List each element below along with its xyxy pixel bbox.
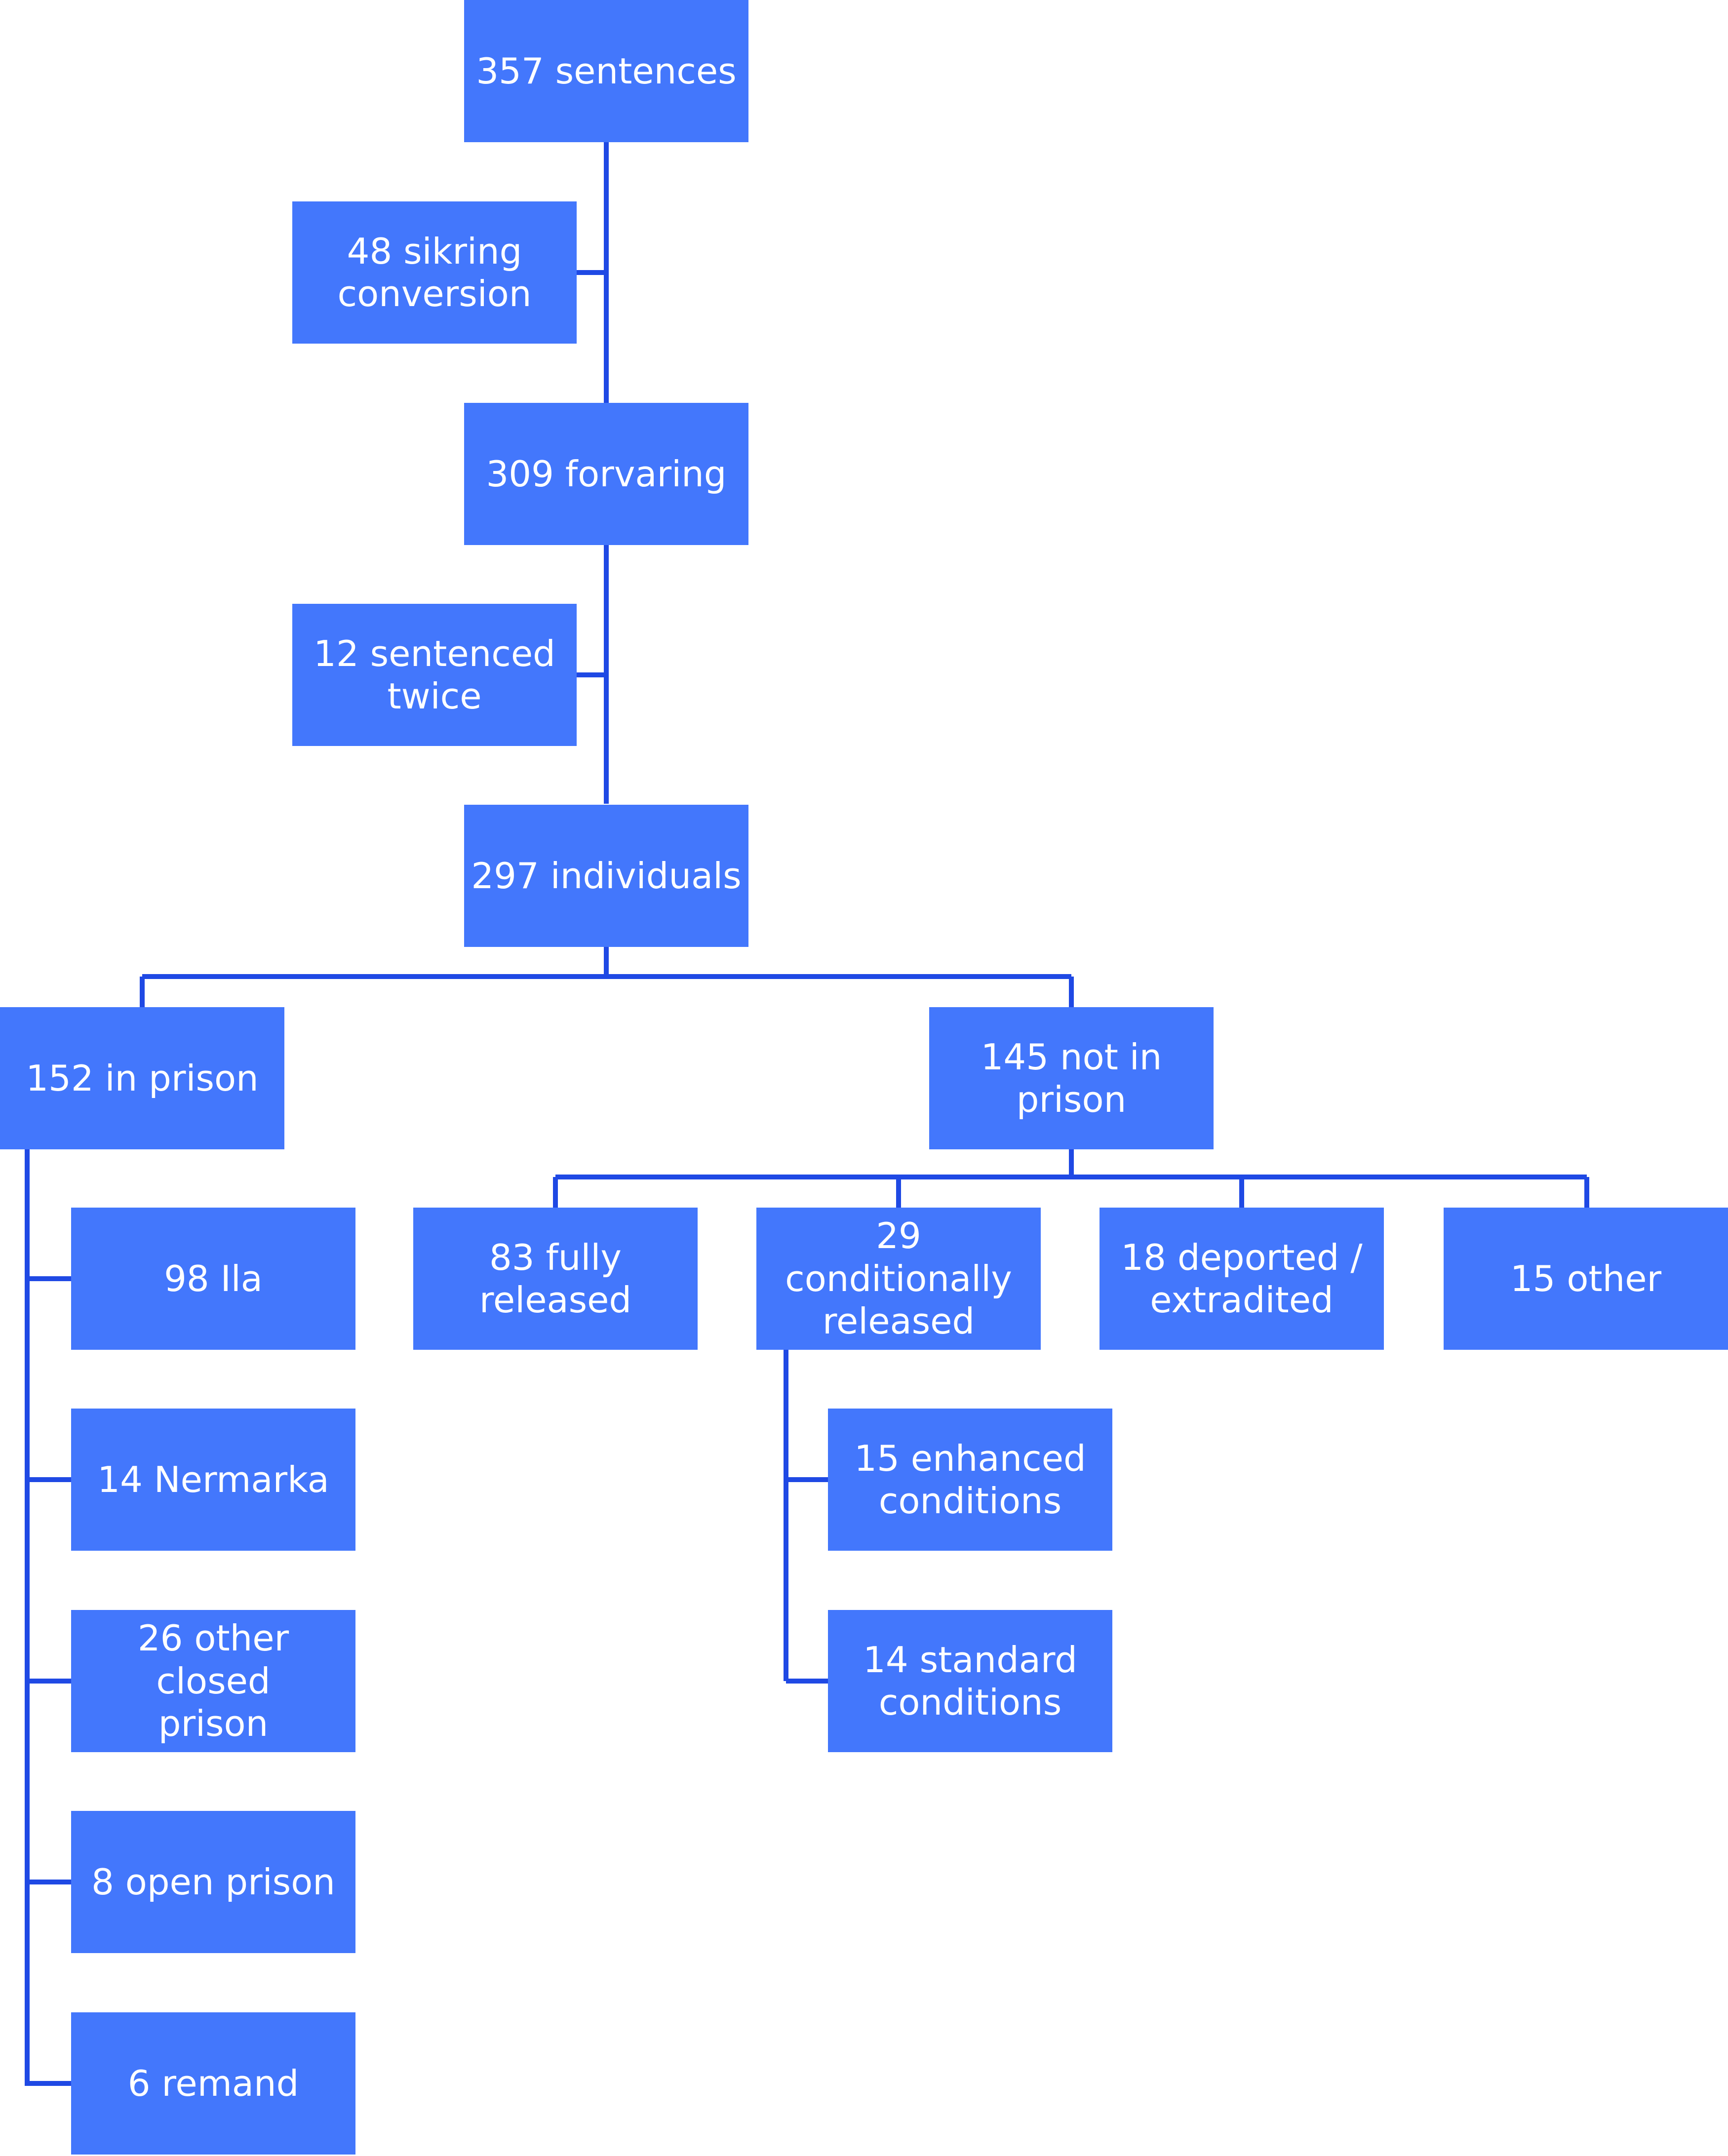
node-12-sentenced-twice: 12 sentenced twice — [292, 604, 577, 746]
connector-split-297 — [140, 974, 1074, 1007]
node-15-other: 15 other — [1444, 1208, 1728, 1350]
node-309-forvaring: 309 forvaring — [464, 403, 748, 545]
node-18-deported-extradited: 18 deported / extradited — [1100, 1208, 1384, 1350]
node-297-individuals: 297 individuals — [464, 805, 748, 947]
node-14-standard-conditions: 14 standard conditions — [828, 1610, 1112, 1752]
node-6-remand: 6 remand — [71, 2012, 355, 2155]
node-14-nermarka: 14 Nermarka — [71, 1409, 355, 1551]
node-8-open-prison: 8 open prison — [71, 1811, 355, 1953]
node-26-other-closed-prison: 26 other closed prison — [71, 1610, 355, 1752]
node-152-in-prison: 152 in prison — [0, 1007, 284, 1149]
node-29-conditionally-released: 29 conditionally released — [756, 1208, 1041, 1350]
node-357-sentences: 357 sentences — [464, 0, 748, 142]
node-15-enhanced-conditions: 15 enhanced conditions — [828, 1409, 1112, 1551]
node-83-fully-released: 83 fully released — [413, 1208, 698, 1350]
node-98-ila: 98 Ila — [71, 1208, 355, 1350]
node-145-not-in-prison: 145 not in prison — [929, 1007, 1214, 1149]
node-48-sikring-conversion: 48 sikring conversion — [292, 201, 577, 344]
